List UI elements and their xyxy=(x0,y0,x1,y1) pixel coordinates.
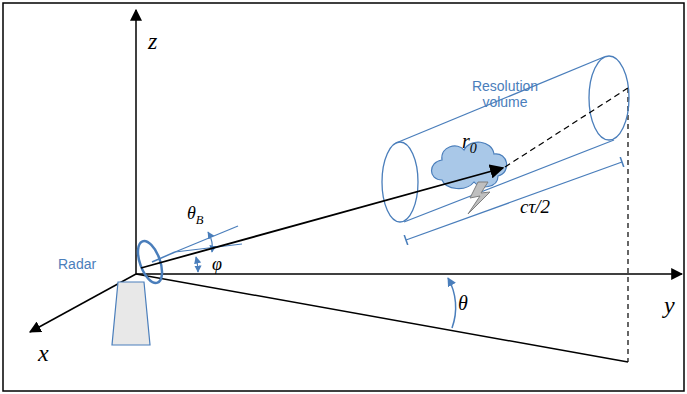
cylinder-end xyxy=(589,56,629,140)
beam-edge xyxy=(175,244,242,252)
beamwidth-label: θB xyxy=(187,203,204,227)
drop-line xyxy=(627,88,628,362)
frame xyxy=(3,3,684,391)
range-label: r0 xyxy=(462,130,477,157)
axis-label: z xyxy=(148,28,157,56)
angle-label: θ xyxy=(458,292,468,315)
z-axis xyxy=(135,10,137,274)
elevation-label: φ xyxy=(212,254,222,275)
axis-label: y xyxy=(664,292,675,320)
cylinder-edge xyxy=(404,140,614,222)
lightning xyxy=(468,182,490,214)
theta-arc xyxy=(448,278,456,328)
cylinder-edge xyxy=(396,57,604,143)
radar-base xyxy=(112,282,150,345)
elevation-arc xyxy=(196,257,198,272)
dimension-line xyxy=(406,162,622,240)
dimension-label: cτ/2 xyxy=(520,196,550,218)
range-vector xyxy=(141,168,503,268)
cylinder-end xyxy=(382,142,418,222)
axis-label: x xyxy=(38,340,49,368)
volume-label: Resolution volume xyxy=(462,78,548,110)
ground-projection xyxy=(136,274,628,362)
feed xyxy=(152,252,175,262)
radar-label: Radar xyxy=(58,256,96,272)
